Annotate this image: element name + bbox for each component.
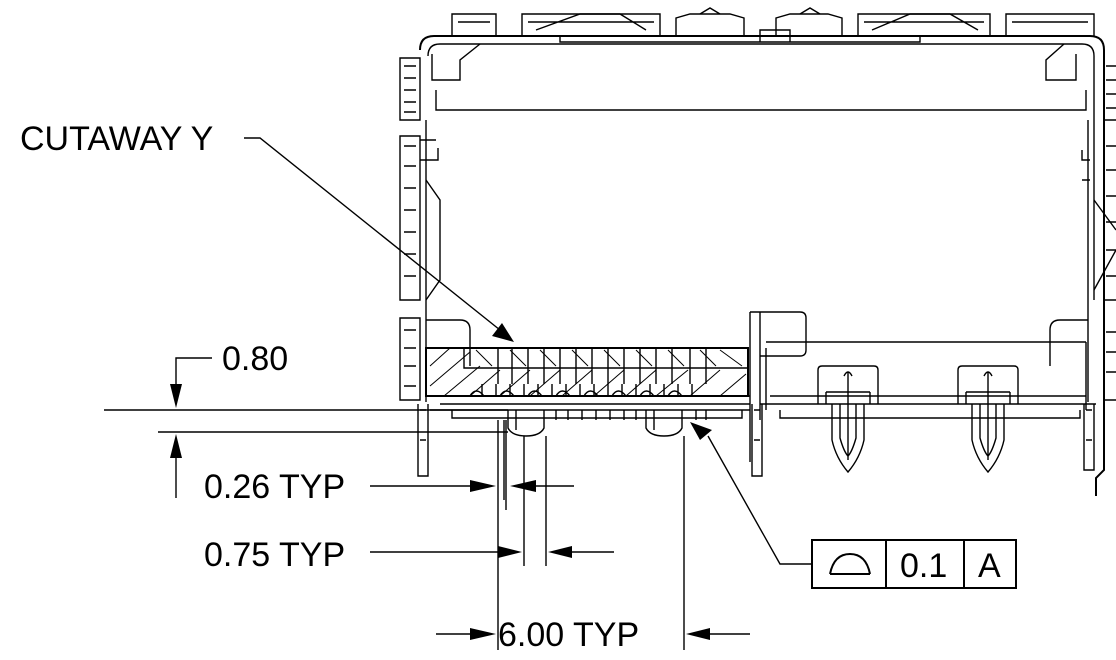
profile-of-surface-icon: [829, 552, 871, 575]
right-side-clips: [1081, 58, 1116, 401]
post-spacing-dimension-value: 6.00 TYP: [498, 616, 639, 654]
pin-width-dimension-value: 0.26 TYP: [204, 468, 345, 506]
post-spacing-dimension: [436, 436, 750, 650]
gap-dimension-value: 0.80: [222, 340, 288, 378]
feature-control-frame: [811, 539, 1017, 589]
pin-pitch-dimension-value: 0.75 TYP: [204, 536, 345, 574]
cutaway-contact-block: [425, 347, 749, 397]
fcf-datum-label: A: [978, 547, 1001, 585]
pin-width-dimension: [370, 420, 574, 650]
top-caps: [451, 7, 1095, 43]
cutaway-callout-label: CUTAWAY Y: [20, 120, 213, 158]
left-side-clips: [399, 57, 441, 401]
board-locks: [817, 365, 1019, 474]
fcf-tolerance-value: 0.1: [900, 547, 947, 585]
profile-leader: [690, 422, 812, 565]
pin-pitch-dimension: [370, 436, 614, 566]
cutaway-leader: [244, 137, 514, 342]
pins: [417, 404, 1095, 477]
gap-dimension: [104, 357, 508, 498]
